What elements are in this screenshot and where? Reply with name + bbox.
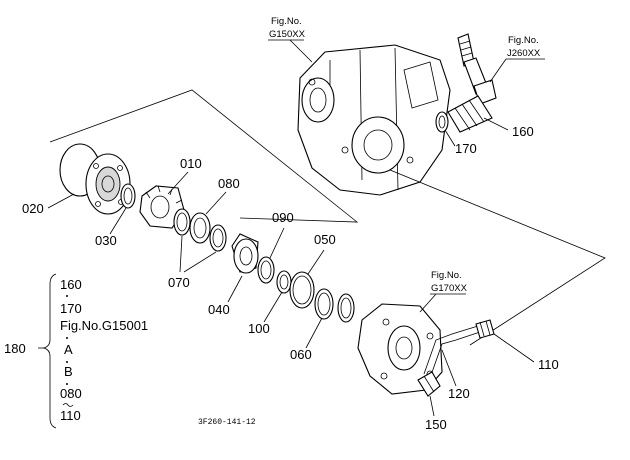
part-120-pipe <box>423 325 481 379</box>
reference-g150-line1: Fig.No. <box>271 16 302 27</box>
assembly-list: 180 160 170 Fig.No.G15001 A B 080 110 <box>4 273 148 429</box>
assembly-item-6: 110 <box>60 408 81 423</box>
assembly-item-2: Fig.No.G15001 <box>60 318 148 333</box>
reference-g170: Fig.No. G170XX <box>419 270 468 313</box>
part-100-ring <box>276 270 292 294</box>
callout-060: 060 <box>290 347 312 362</box>
assembly-item-0: 160 <box>60 277 82 292</box>
part-030-snap-ring <box>120 183 136 209</box>
callout-020: 020 <box>22 201 44 216</box>
ref-frame-upper <box>49 89 359 223</box>
callout-070: 070 <box>168 275 190 290</box>
part-160-adaptor <box>447 95 493 133</box>
callout-120: 120 <box>448 386 470 401</box>
part-110-fitting <box>475 319 495 339</box>
reference-j260-line2: J260XX <box>507 48 541 59</box>
callout-170: 170 <box>455 141 477 156</box>
hydraulic-elbow-fitting <box>457 33 497 105</box>
reference-g170-line1: Fig.No. <box>431 270 462 281</box>
assembly-item-3: A <box>64 342 73 357</box>
callout-090: 090 <box>272 210 294 225</box>
callout-050: 050 <box>314 232 336 247</box>
callout-010: 010 <box>180 156 202 171</box>
gear-case-housing <box>297 44 451 196</box>
callout-080: 080 <box>218 176 240 191</box>
part-090-ring <box>257 256 275 284</box>
part-060-ring <box>314 288 355 323</box>
assembly-item-4: B <box>64 364 73 379</box>
reference-j260: Fig.No. J260XX <box>489 35 545 83</box>
part-170-o-ring <box>435 111 449 133</box>
part-150-elbow <box>417 371 441 397</box>
part-080-bearing <box>189 212 211 244</box>
callout-110: 110 <box>538 357 559 372</box>
part-070-ring-a <box>173 208 191 236</box>
assembly-item-1: 170 <box>60 301 82 316</box>
pump-housing <box>357 303 443 395</box>
reference-j260-line1: Fig.No. <box>508 35 539 46</box>
callout-150: 150 <box>425 417 447 432</box>
drawing-code: 3F260-141-12 <box>198 418 256 427</box>
part-050-o-ring <box>289 271 315 309</box>
callout-030: 030 <box>95 233 117 248</box>
part-040-sleeve <box>231 233 259 274</box>
reference-g170-line2: G170XX <box>431 283 468 294</box>
reference-g150: Fig.No. G150XX <box>268 16 313 63</box>
callout-160: 160 <box>512 124 534 139</box>
assembly-item-5: 080 <box>60 386 82 401</box>
assembly-label-180: 180 <box>4 341 26 356</box>
part-070-ring-b <box>209 224 227 252</box>
callout-100: 100 <box>248 321 270 336</box>
callout-040: 040 <box>208 302 230 317</box>
reference-g150-line2: G150XX <box>269 29 306 40</box>
ref-frame-lower <box>389 169 606 346</box>
part-020-cover <box>59 143 131 215</box>
